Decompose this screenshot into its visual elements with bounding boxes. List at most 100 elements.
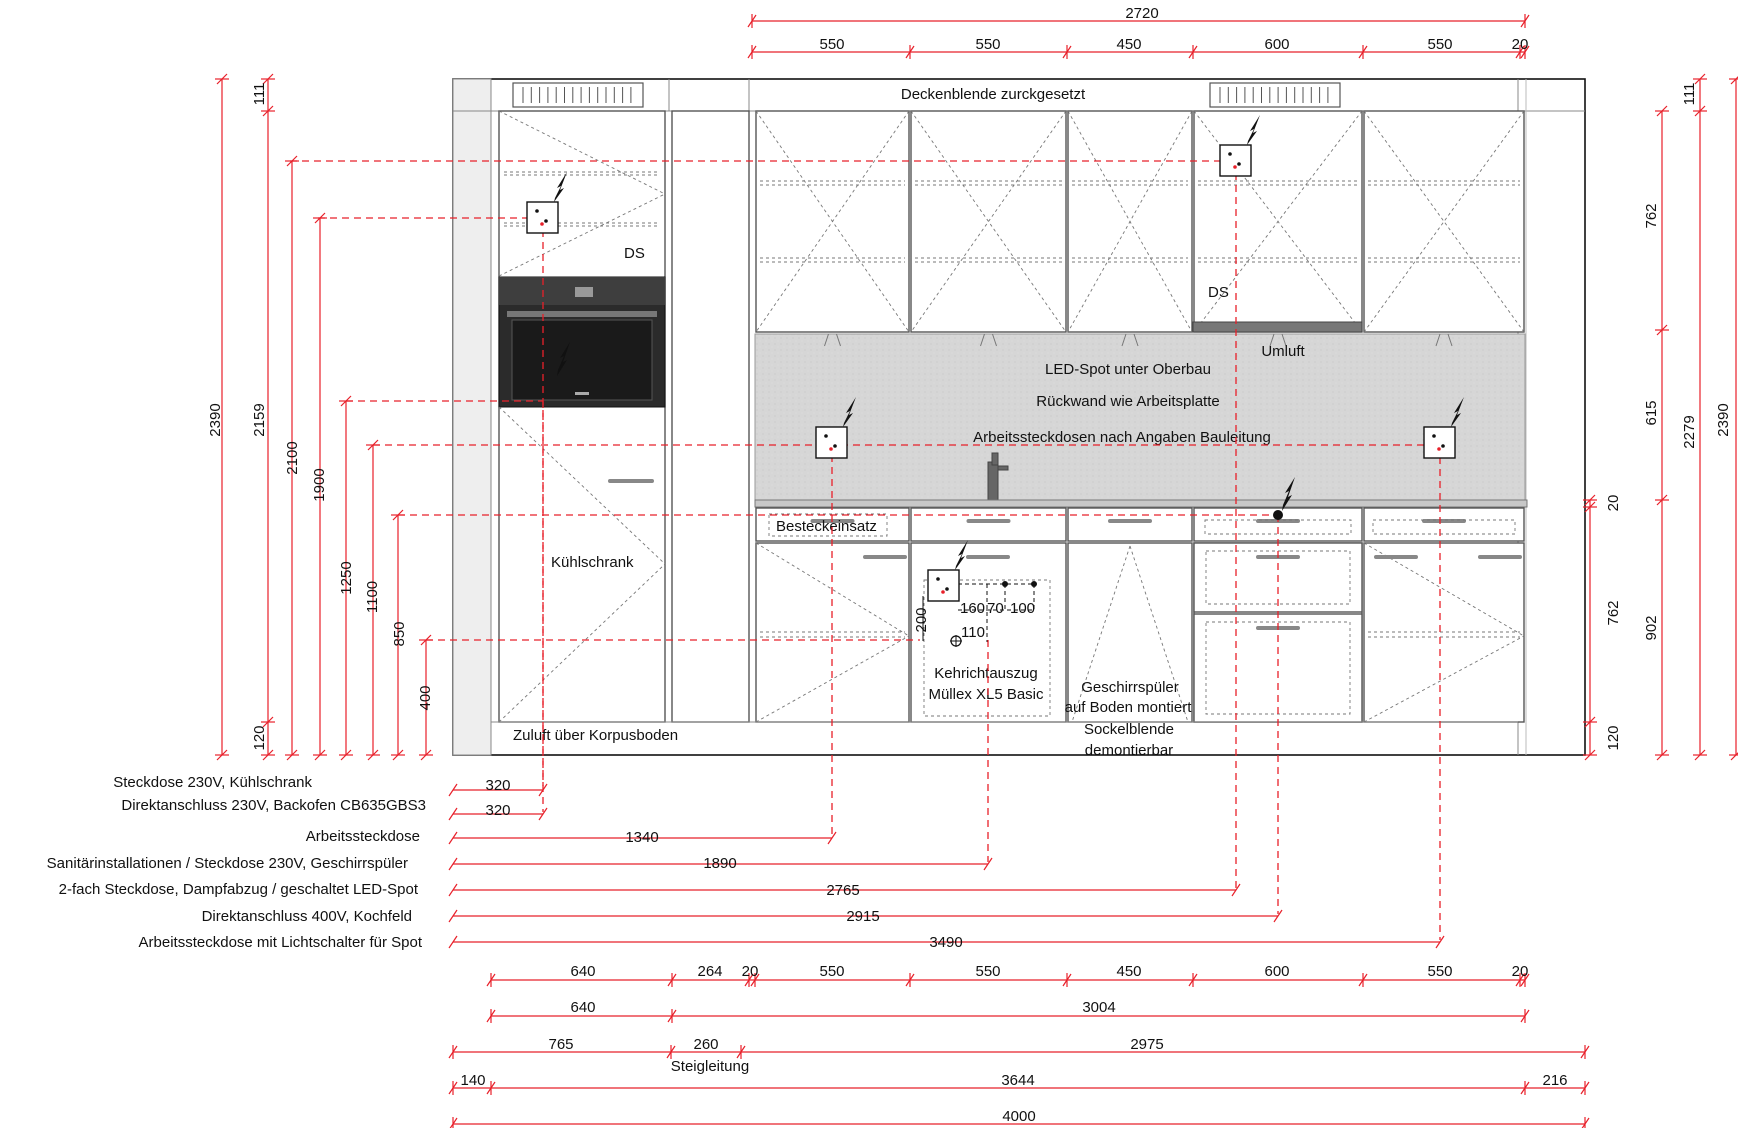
door-diagonal [1067, 110, 1193, 333]
bottom-r1-1: 640 [570, 963, 595, 980]
outlet-work-right-icon [1423, 426, 1456, 459]
top-dim-2: 550 [975, 36, 1000, 53]
door-handle [1478, 555, 1522, 559]
dim-tick [420, 634, 432, 646]
kehricht-label-2: Müllex XL5 Basic [928, 686, 1044, 703]
ds-label-right: DS [1208, 284, 1229, 301]
dim-tick [1435, 935, 1445, 949]
bottom-r3-1: 765 [548, 1036, 573, 1053]
ceiling-vent-left-icon [512, 82, 644, 108]
dim-tick [1515, 45, 1525, 59]
dim-tick [905, 973, 915, 987]
right-dim-2390: 2390 [1715, 403, 1732, 436]
door-handle [966, 555, 1010, 559]
outlet-work-left-icon [815, 426, 848, 459]
outlet-pin [1432, 434, 1436, 438]
dim-tick [1580, 1045, 1590, 1059]
dim-tick [486, 1009, 496, 1023]
dimension-lines [215, 14, 1738, 1131]
dim-tick [1694, 73, 1706, 85]
right-dim-762-upper: 762 [1643, 203, 1660, 228]
conn-value-7: 3490 [929, 934, 962, 951]
power-bolt-icon [1451, 397, 1464, 427]
led-spot-icon [1121, 333, 1139, 347]
sockets-note-label: Arbeitssteckdosen nach Angaben Bauleitun… [973, 429, 1271, 446]
door-diagonal [755, 110, 910, 333]
dim-tick [1584, 501, 1596, 513]
door-handle [863, 555, 907, 559]
bottom-r3-3: 2975 [1130, 1036, 1163, 1053]
base-cabinet [755, 542, 910, 723]
led-spot-icon [1435, 333, 1453, 347]
tall-unit-fridge-oven [498, 110, 666, 723]
hood-icon [1192, 321, 1363, 333]
dim-tick [448, 883, 458, 897]
left-dim-111: 111 [251, 83, 268, 106]
sanitary-100: 100 [1010, 600, 1035, 617]
dim-tick [286, 749, 298, 761]
dim-tick [747, 14, 757, 28]
dim-tick [1520, 14, 1530, 28]
dishwasher-line [1129, 545, 1189, 723]
left-dim-2159: 2159 [251, 403, 268, 436]
conn-label-1: Steckdose 230V, Kühlschrank [113, 774, 312, 791]
dishwasher-label-2: auf Boden montiert [1065, 699, 1193, 716]
bottom-total: 4000 [1002, 1108, 1035, 1125]
ceiling-vent-right-icon [1209, 82, 1341, 108]
top-dim-4: 600 [1264, 36, 1289, 53]
base-drawer [1363, 507, 1525, 542]
dim-tick [448, 935, 458, 949]
sanitary-200: 200 [913, 607, 930, 632]
dim-tick [1656, 494, 1668, 506]
dim-tick [262, 749, 274, 761]
sockel-label-2: demontierbar [1085, 742, 1173, 759]
conn-value-3: 1340 [625, 829, 658, 846]
outlet-pin [1233, 165, 1237, 169]
besteck-label: Besteckeinsatz [776, 518, 877, 535]
dim-tick [827, 831, 837, 845]
sanitary-160: 160 [960, 600, 985, 617]
oven-icon [498, 276, 666, 408]
door-diagonal [1193, 110, 1363, 333]
dim-tick [314, 212, 326, 224]
left-dim-2100: 2100 [284, 441, 301, 474]
dim-tick [286, 155, 298, 167]
bottom-r1-4: 550 [819, 963, 844, 980]
dim-tick [1656, 749, 1668, 761]
dim-tick [448, 783, 458, 797]
dim-tick [448, 1081, 458, 1095]
dim-tick [216, 749, 228, 761]
dim-tick [1062, 973, 1072, 987]
dim-tick [340, 395, 352, 407]
dim-tick [1358, 45, 1368, 59]
power-bolt-icon [1247, 115, 1260, 145]
outlet-pin [544, 219, 548, 223]
bottom-r1-2: 264 [697, 963, 722, 980]
power-bolt-icon [843, 397, 856, 427]
dim-tick [340, 749, 352, 761]
fridge-label: Kühlschrank [551, 554, 634, 571]
dim-tick [538, 807, 548, 821]
sanitary-dims: 200 160 70 100 110 [913, 581, 1037, 647]
dim-tick [1231, 883, 1241, 897]
power-bolt-icon [955, 540, 968, 570]
dim-tick [1515, 973, 1525, 987]
dim-tick [216, 73, 228, 85]
conn-value-1: 320 [485, 777, 510, 794]
led-spot-icon [980, 333, 997, 347]
outlet-dishwasher-icon [927, 569, 960, 602]
upper-cabinet [1363, 110, 1525, 333]
power-bolt-icon [1282, 477, 1295, 511]
top-dim-6: 20 [1512, 36, 1529, 53]
dim-tick [666, 1045, 676, 1059]
dim-tick [1520, 973, 1530, 987]
hob-connection-icon [1273, 510, 1283, 520]
dim-tick [1656, 105, 1668, 117]
right-dim-111: 111 [1681, 83, 1698, 106]
power-bolt-icon [554, 172, 567, 202]
dim-tick [1520, 1081, 1530, 1095]
dim-tick [486, 973, 496, 987]
bottom-r1-6: 450 [1116, 963, 1141, 980]
bottom-r1-9: 20 [1512, 963, 1529, 980]
